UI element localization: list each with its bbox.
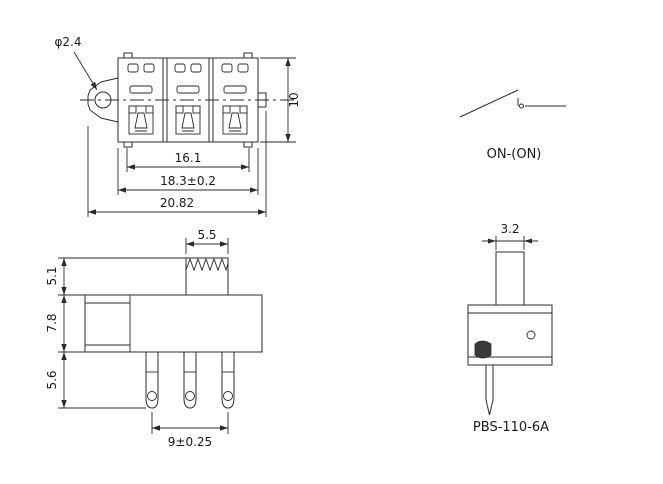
dim-hole-diameter: φ2.4: [55, 35, 98, 91]
dim-knob-height: 5.1: [45, 257, 186, 296]
dim-label-body-height: 7.8: [45, 313, 59, 332]
dim-width-mid: 18.3±0.2: [117, 148, 259, 195]
side-knob: [185, 257, 229, 296]
circuit-symbol: ON-(ON): [459, 89, 566, 162]
dim-body-height: 7.8: [45, 295, 85, 353]
switch-lever: [459, 89, 519, 118]
dim-label-knob-width: 5.5: [197, 228, 216, 242]
dim-label-pin-length: 5.6: [45, 370, 59, 389]
dim-label-height: 10: [287, 92, 301, 107]
corner-notch: [243, 52, 253, 59]
dim-width-outer: 20.82: [87, 111, 267, 217]
dim-pin-length: 5.6: [45, 352, 146, 409]
knob-serrations: [185, 257, 229, 272]
mounting-ear: [87, 77, 119, 123]
front-body: [467, 304, 553, 366]
dim-label-width-inner: 16.1: [175, 151, 202, 165]
side-view: 5.5 5.1 7.8 5.6 9±0.25: [45, 228, 263, 449]
model-number-label: PBS-110-6A: [473, 420, 549, 435]
pin: [145, 352, 159, 409]
dim-label-width-mid: 18.3±0.2: [160, 174, 216, 188]
cell-dividers: [162, 58, 214, 142]
top-view: φ2.4 10 16.1 18.3±0.2 20.82: [55, 35, 301, 217]
mounting-hole: [94, 91, 112, 109]
dim-label-width-outer: 20.82: [160, 196, 194, 210]
dim-label-hole: φ2.4: [55, 35, 82, 49]
terminal-cell: [174, 63, 202, 135]
corner-notch: [243, 141, 253, 148]
dim-knob-width: 5.5: [185, 228, 229, 254]
dim-label-front-knob-width: 3.2: [500, 222, 519, 236]
terminal-cell: [221, 63, 249, 135]
pin: [221, 352, 235, 409]
front-knob: [495, 251, 525, 306]
dim-label-pin-spacing: 9±0.25: [168, 435, 212, 449]
side-body-details: [85, 295, 131, 352]
terminal-cell: [127, 63, 155, 135]
front-view: 3.2 PBS-110-6A: [467, 222, 553, 435]
corner-notch: [123, 141, 133, 148]
corner-notch: [123, 52, 133, 59]
side-tab: [257, 92, 267, 108]
circuit-function-label: ON-(ON): [487, 147, 542, 162]
dim-width-inner: 16.1: [126, 148, 250, 172]
dim-pin-spacing: 9±0.25: [151, 412, 229, 449]
dim-front-knob-width: 3.2: [482, 222, 538, 250]
front-pin: [485, 364, 494, 416]
front-body-hole: [526, 330, 536, 340]
contact-dot: [519, 103, 524, 109]
side-body: [84, 294, 263, 353]
dim-label-knob-height: 5.1: [45, 266, 59, 285]
pin: [183, 352, 197, 409]
front-clip: [474, 340, 492, 359]
